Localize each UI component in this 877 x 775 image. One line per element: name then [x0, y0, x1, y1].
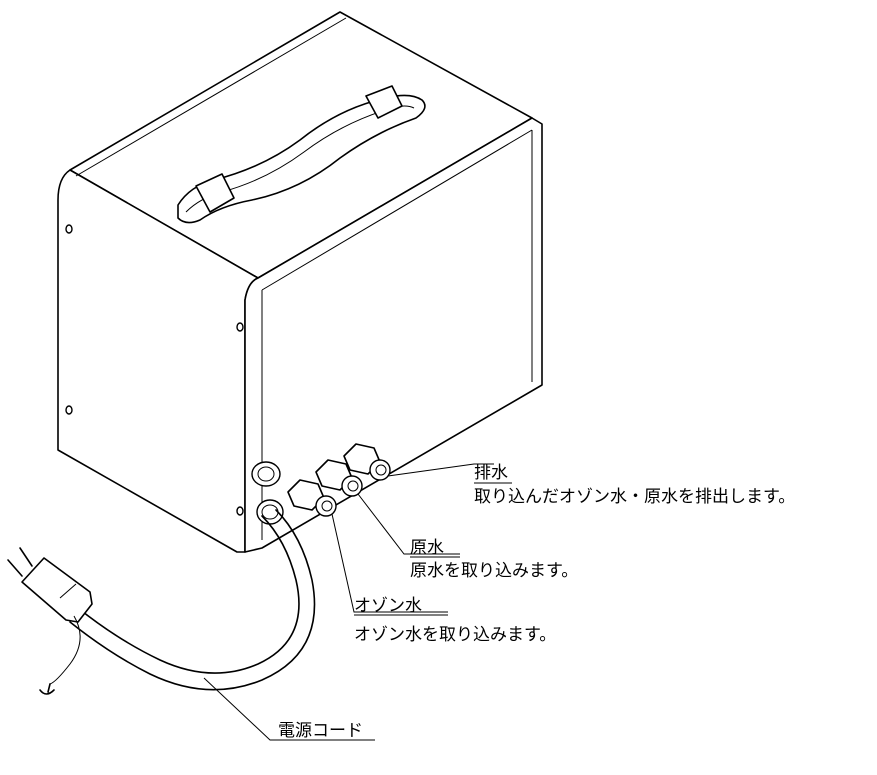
leader-power-cord: [203, 677, 375, 741]
leader-raw-water: [357, 493, 460, 555]
callout-raw-water-title: 原水: [410, 538, 444, 558]
fitting-raw-water: [315, 459, 363, 497]
callout-power-cord-title: 電源コード: [278, 721, 363, 741]
callout-drain-desc: 取り込んだオゾン水・原水を排出します。: [474, 487, 795, 507]
grommet: [251, 461, 281, 487]
housing: [57, 11, 543, 553]
fitting-drain: [343, 443, 391, 481]
leaders: [203, 463, 494, 741]
fitting-barb: [315, 495, 337, 517]
handle-bracket-left: [195, 173, 235, 213]
handle-bracket-right: [365, 85, 403, 119]
ground-terminal: [39, 683, 55, 695]
handle-grip: [177, 94, 426, 224]
fitting-barb: [369, 459, 391, 481]
power-cord: [7, 509, 316, 695]
callout-drain-title: 排水: [474, 463, 508, 483]
plug-band: [59, 583, 77, 599]
callout-power-cord: 電源コード: [278, 721, 363, 741]
leader-drain: [387, 463, 494, 477]
cord-sheath-edge: [69, 509, 316, 691]
port-blank-upper: [251, 461, 281, 487]
carry-handle: [177, 85, 426, 224]
callout-ozone-water-desc: オゾン水を取り込みます。: [354, 625, 556, 645]
grommet: [256, 499, 284, 525]
fitting-barb: [341, 475, 363, 497]
ground-wire: [49, 615, 81, 685]
leader-ozone-water: [331, 513, 448, 613]
screw-holes: [65, 224, 244, 516]
screw-hole: [65, 405, 73, 415]
plug-prong: [7, 559, 23, 577]
port-power-cord-gland: [256, 499, 284, 525]
callout-raw-water-desc: 原水を取り込みます。: [410, 561, 578, 581]
screw-hole: [236, 506, 244, 516]
callout-drain: 排水 取り込んだオゾン水・原水を排出します。: [474, 463, 795, 507]
cord-sheath: [77, 515, 300, 674]
screw-hole: [65, 224, 73, 234]
fitting-ozone-water: [287, 479, 337, 517]
callout-raw-water: 原水 原水を取り込みます。: [410, 538, 578, 581]
callout-ozone-water-title: オゾン水: [354, 596, 422, 616]
callout-ozone-water: オゾン水 オゾン水を取り込みます。: [354, 596, 556, 645]
plug-body: [21, 557, 93, 623]
fitting-bore: [347, 480, 359, 492]
fitting-bore: [321, 500, 333, 512]
fitting-bore: [375, 464, 387, 476]
grommet-inner: [257, 466, 275, 482]
plug-prong: [19, 547, 33, 567]
rear-inset-panel: [261, 129, 533, 540]
housing-edge-line: [75, 17, 347, 177]
screw-hole: [236, 322, 244, 332]
housing-right-face: [244, 117, 543, 553]
